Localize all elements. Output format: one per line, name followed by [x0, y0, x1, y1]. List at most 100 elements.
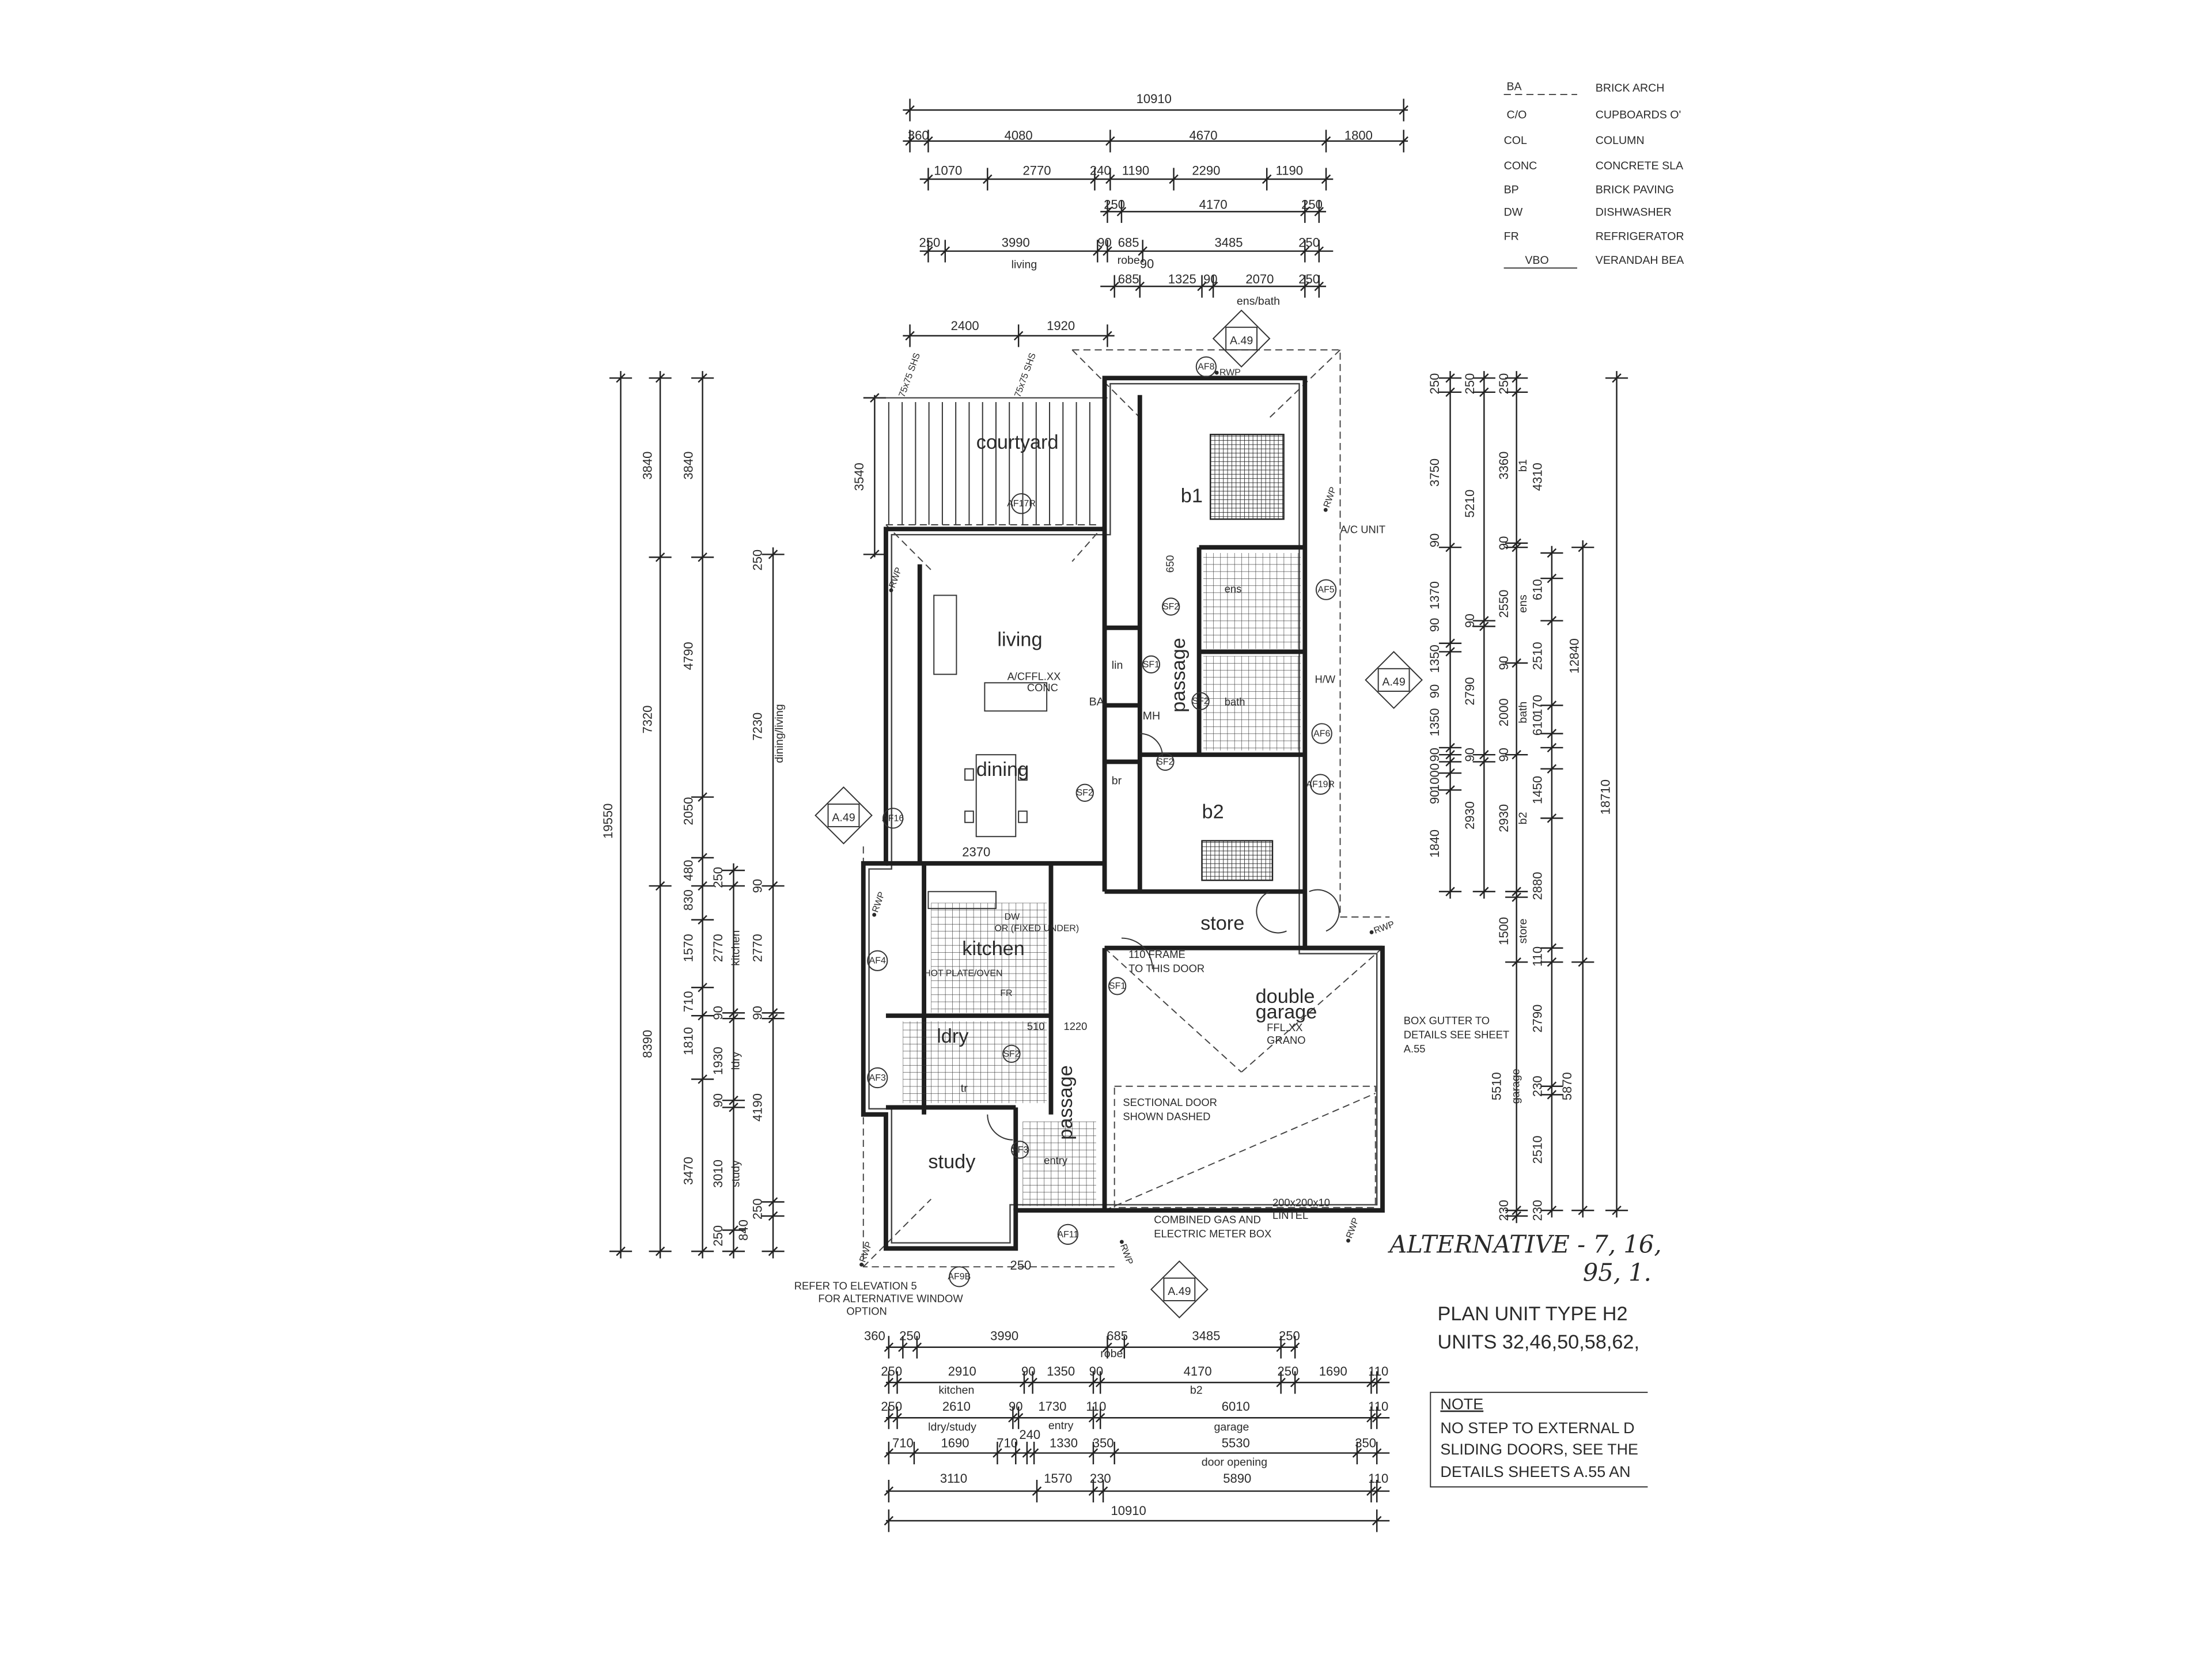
dimension-tick: [1479, 373, 1489, 383]
dimension-tick: [1512, 957, 1521, 967]
dimension-value: door opening: [1202, 1456, 1267, 1468]
dimension-value: 1190: [1276, 164, 1303, 178]
dimension-value: 2290: [1192, 164, 1220, 178]
dimension-value: 250: [711, 1225, 725, 1247]
dimension-value: 3010: [711, 1160, 725, 1188]
dimension-tick: [1095, 1413, 1105, 1423]
handwritten-alternative: 95, 1.: [1583, 1259, 1652, 1287]
af-tag-label: AF17R: [1007, 499, 1036, 509]
dimension-value: 350: [1355, 1436, 1376, 1450]
dimension-tick: [1547, 700, 1557, 710]
af-tag-circle: [949, 1266, 970, 1287]
dimension-value: 250: [711, 867, 725, 888]
chair: [964, 768, 974, 781]
dimension-tick: [923, 174, 933, 184]
dimension-value: 480: [681, 860, 695, 881]
dimension-tick: [1547, 548, 1557, 558]
af-tag-circle: [1195, 356, 1217, 377]
dimension-value: 250: [1301, 197, 1323, 211]
dimension-tick: [1512, 658, 1521, 668]
dimension-value: 1350: [1427, 645, 1442, 673]
dimension-value: dining/living: [773, 704, 786, 763]
rainwater-pipe-tag-label: ●RWP: [869, 891, 887, 919]
dimension-value: 3840: [640, 452, 654, 480]
dimension-tick: [768, 1211, 778, 1221]
dimension-tick: [1512, 1211, 1521, 1221]
dimension-value: 2770: [750, 934, 764, 962]
af-tag-label: AF8: [1198, 362, 1214, 372]
dimension-value: 350: [1093, 1436, 1114, 1450]
dimension-tick: [1547, 1081, 1557, 1091]
dimension-tick: [1479, 757, 1489, 767]
dimension-value: 360: [864, 1329, 885, 1343]
bed-b2: [1201, 840, 1274, 881]
legend-abbr: BA: [1507, 81, 1522, 93]
dimension-value: 240: [1019, 1427, 1040, 1442]
af-tag-label: AF4: [869, 956, 886, 966]
dimension-value: 1570: [1044, 1471, 1072, 1486]
sectional-door-note: SHOWN DASHED: [1123, 1110, 1210, 1122]
dimension-value: 90: [1497, 748, 1511, 762]
rainwater-pipe-tag: ●RWP: [1116, 1237, 1135, 1266]
dimension-value: 1330: [1050, 1436, 1078, 1450]
sf-tag-label: SF1: [1143, 660, 1160, 669]
dimension-tick: [768, 1247, 778, 1256]
legend-abbr: VBO: [1525, 254, 1548, 267]
dimension-value: 250: [1104, 197, 1125, 211]
dimension-tick: [1547, 1090, 1557, 1100]
dimension-tick: [1512, 892, 1521, 902]
sf-tag: SF2: [1157, 757, 1173, 767]
dimension-value: 8390: [640, 1030, 654, 1058]
fridge-label: FR: [1000, 988, 1012, 998]
dimension-value: 360: [908, 128, 929, 142]
dimension-value: 830: [681, 889, 695, 911]
dimension-value: 10910: [1137, 92, 1172, 106]
dimension-value: 250: [881, 1399, 902, 1414]
dimension-value: ens/bath: [1237, 295, 1280, 308]
dimension-value: 3485: [1215, 236, 1243, 250]
dimension-value: 90: [1427, 533, 1442, 548]
legend-meaning: BRICK PAVING: [1596, 184, 1674, 196]
dimension-value: 90: [711, 1006, 725, 1020]
dimension-value: 1370: [1427, 581, 1442, 609]
dimension-tick: [655, 881, 665, 891]
dimension-tick: [616, 1247, 626, 1256]
dimension-value: 230: [1531, 1200, 1545, 1221]
dimension-value: 90: [1089, 1364, 1104, 1378]
dim-650: 650: [1164, 555, 1176, 573]
hot-water-note: H/W: [1315, 673, 1335, 685]
dimension-value: 230: [1090, 1471, 1111, 1486]
lintel-note: 200x200x10: [1272, 1196, 1330, 1209]
sofa: [933, 594, 957, 675]
dimension-value: 170: [1531, 695, 1545, 716]
dimension-tick: [729, 1225, 738, 1235]
dimension-tick: [1116, 207, 1127, 217]
dimension-value: 110: [1368, 1471, 1388, 1486]
af-tag-circle: [882, 808, 904, 829]
dimension-value: 90: [1463, 748, 1477, 762]
note-box: [1430, 1392, 1648, 1488]
dimension-tick: [1372, 1377, 1382, 1388]
sf-tag-label: SF2: [1003, 1049, 1020, 1059]
legend-abbr: CONC: [1504, 160, 1537, 172]
legend-meaning: VERANDAH BEA: [1596, 254, 1684, 267]
dimension-value: 230: [1531, 1075, 1545, 1097]
ffl-note: CONC: [1027, 681, 1058, 694]
dimension-tick: [1479, 749, 1489, 760]
rainwater-pipe-tag: ●RWP: [885, 566, 904, 594]
rainwater-pipe-tag-label: ●RWP: [885, 566, 904, 594]
section-marker-label: A.49: [1230, 335, 1253, 347]
room-garage-line2: garage: [1256, 1001, 1317, 1023]
refer-elevation-note: FOR ALTERNATIVE WINDOW: [818, 1292, 963, 1304]
external-wall: [861, 376, 1385, 1251]
dimension-tick: [1372, 1516, 1382, 1526]
sf-tag: SF2: [1192, 696, 1209, 706]
dimension-tick: [1314, 281, 1324, 291]
section-marker-diamond: [1212, 309, 1271, 368]
dimension-value: b2: [1517, 812, 1529, 825]
af-tag-label: AF6: [1313, 729, 1330, 738]
section-marker-box: [1377, 668, 1410, 692]
af-tag-circle: [867, 950, 888, 971]
